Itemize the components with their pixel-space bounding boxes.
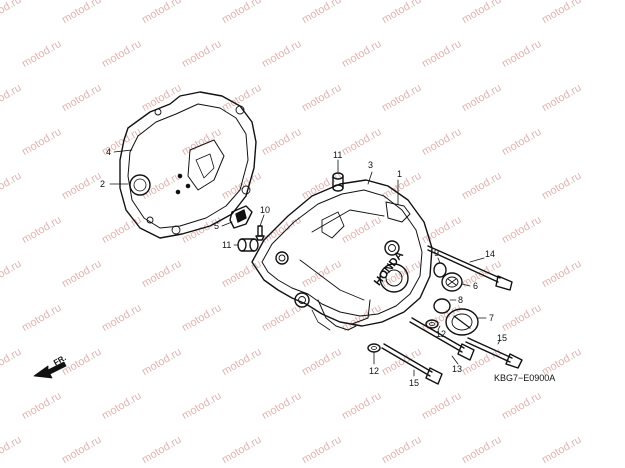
callout-label: 13 [452, 364, 462, 374]
callout-label: 3 [368, 160, 373, 170]
callout-label: 7 [489, 313, 494, 323]
left-crankcase-cover [251, 179, 433, 331]
callout-labels: 1 2 3 4 5 6 7 8 9 10 11 11 12 12 13 14 1… [100, 147, 507, 388]
callout-label: 10 [260, 205, 270, 215]
bolt-14 [427, 245, 513, 291]
callout-label: 1 [397, 169, 402, 179]
callout-label: 15 [409, 378, 419, 388]
leader-lines [109, 149, 501, 377]
bolt-10 [255, 225, 265, 241]
callout-label: 8 [458, 295, 463, 305]
callout-label: 12 [436, 329, 446, 339]
wire-bracket [229, 205, 253, 229]
dowel-pin-upper [332, 172, 344, 192]
callout-label: 11 [222, 240, 231, 250]
bolt-13 [409, 317, 475, 361]
washer-12-left [367, 343, 381, 353]
diagram-code: KBG7−E0900A [494, 373, 555, 383]
callout-label: 2 [100, 179, 105, 189]
crankshaft-hole-cap [445, 308, 479, 336]
bolt-15-lower [381, 343, 443, 385]
gasket [119, 91, 257, 239]
front-direction-arrow-icon [33, 361, 67, 379]
callout-label: 11 [333, 150, 342, 160]
callout-label: 12 [369, 366, 379, 376]
callout-label: 14 [485, 249, 495, 259]
o-ring-8 [433, 298, 451, 314]
dowel-pin-lower [237, 238, 259, 252]
callout-label: 15 [497, 333, 507, 343]
washer-12-right [425, 319, 439, 329]
callout-label: 4 [106, 147, 111, 157]
o-ring-9 [433, 262, 447, 278]
callout-label: 9 [434, 248, 439, 258]
callout-label: 6 [473, 281, 478, 291]
callout-label: 5 [214, 221, 219, 231]
bolt-15-right [465, 337, 523, 369]
timing-hole-cap [441, 272, 463, 292]
